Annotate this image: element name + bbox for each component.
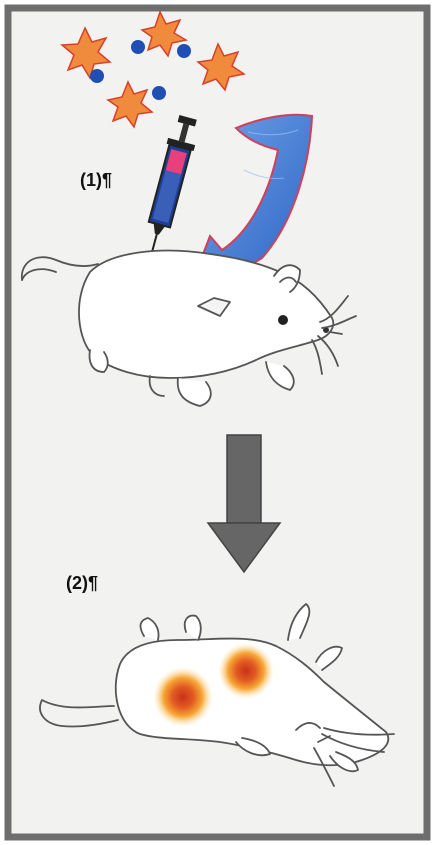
fluorescent-spot-icon (153, 667, 213, 727)
step-label-1: (1)¶ (80, 170, 112, 191)
fluorescent-spot-icon (218, 643, 274, 699)
step-label-2: (2)¶ (66, 573, 98, 594)
blue-dot-particle-icon (131, 40, 145, 54)
blue-dot-particle-icon (152, 86, 166, 100)
blue-dot-particle-icon (90, 69, 104, 83)
blue-dot-particle-icon (177, 44, 191, 58)
